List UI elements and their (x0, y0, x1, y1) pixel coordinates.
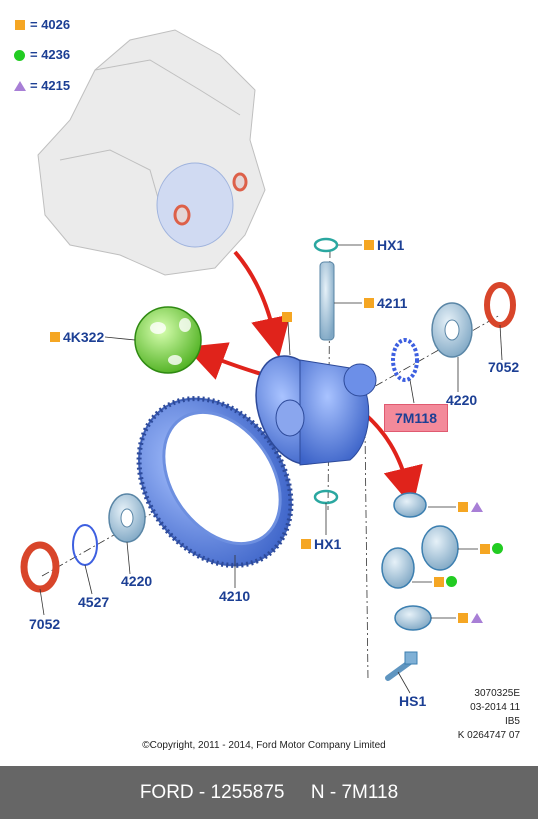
label-hs1[interactable]: HS1 (399, 693, 427, 709)
marker-square-icon (364, 298, 374, 308)
circlip-bottom (313, 489, 339, 505)
label-7052-right[interactable]: 7052 (488, 359, 520, 375)
marker-square-icon (458, 502, 468, 512)
meta-line-2: 03-2014 11 (470, 702, 520, 713)
bearing-right (431, 302, 473, 358)
marker-square-icon (282, 312, 292, 322)
legend-text-2: = 4236 (30, 47, 71, 62)
transmission-housing (37, 29, 266, 276)
label-hx1-bottom[interactable]: HX1 (314, 536, 342, 552)
exploded-parts-diagram: = 4026 = 4236 = 4215 HX1 4211 4K322 7052… (14, 17, 520, 751)
carrier-kit (134, 306, 202, 374)
meta-line-3: IB5 (504, 716, 520, 727)
ring-gear (136, 396, 294, 568)
seal-left (20, 541, 60, 593)
label-4k322[interactable]: 4K322 (63, 329, 105, 345)
marker-square-icon (480, 544, 490, 554)
diagram-artwork (20, 29, 516, 694)
footer-part-number: FORD - 1255875 N - 7M118 (139, 781, 399, 803)
side-gears (381, 492, 459, 631)
meta-line-4: K 0264747 07 (457, 730, 520, 741)
circlip-top (313, 237, 339, 253)
sensor-ring (391, 338, 419, 382)
marker-square-icon (50, 332, 60, 342)
marker-square-icon (301, 539, 311, 549)
legend-circle-icon (14, 50, 25, 61)
label-4220-right[interactable]: 4220 (446, 392, 478, 408)
marker-triangle-icon (471, 613, 483, 623)
meta-line-1: 3070325E (474, 688, 520, 699)
footer-bar: FORD - 1255875 N - 7M118 (0, 766, 538, 819)
label-7052-left[interactable]: 7052 (29, 616, 61, 632)
leader-lines (39, 244, 503, 694)
label-4220-left[interactable]: 4220 (121, 573, 153, 589)
differential-housing (255, 355, 377, 466)
pin-4211 (319, 261, 335, 341)
label-hx1-top[interactable]: HX1 (377, 237, 405, 253)
marker-circle-icon (446, 576, 457, 587)
bearing-left (108, 493, 146, 543)
label-7m118: 7M118 (394, 410, 438, 426)
copyright-text: ©Copyright, 2011 - 2014, Ford Motor Comp… (142, 740, 386, 751)
label-4210[interactable]: 4210 (219, 588, 251, 604)
shim (72, 524, 98, 566)
marker-square-icon (458, 613, 468, 623)
bolt-hs1 (385, 651, 418, 681)
marker-square-icon (364, 240, 374, 250)
marker-square-icon (434, 577, 444, 587)
drawing-meta: 3070325E 03-2014 11 IB5 K 0264747 07 (458, 687, 520, 743)
label-4211[interactable]: 4211 (377, 295, 408, 311)
highlighted-part-7m118[interactable]: 7M118 (384, 404, 448, 432)
marker-triangle-icon (471, 502, 483, 512)
seal-right (484, 282, 516, 328)
marker-circle-icon (492, 543, 503, 554)
legend-triangle-icon (14, 81, 26, 91)
legend-text-1: = 4026 (30, 17, 71, 32)
legend-square-icon (15, 20, 25, 30)
legend-text-3: = 4215 (30, 78, 71, 93)
label-4527[interactable]: 4527 (78, 594, 110, 610)
